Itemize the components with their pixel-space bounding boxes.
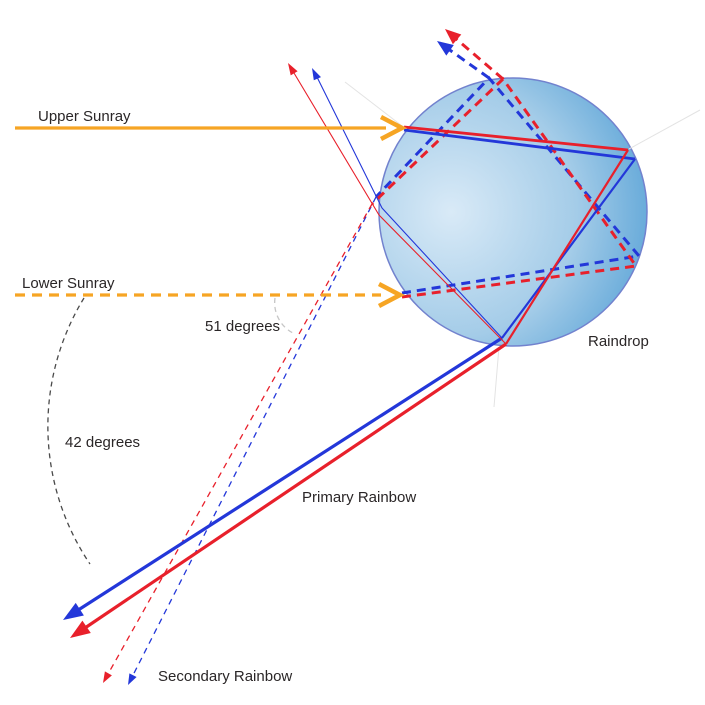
secondary-top-blue-arrowhead <box>437 41 454 56</box>
lower-sunray-label: Lower Sunray <box>22 275 115 292</box>
partial-blue-arrowhead <box>312 68 321 81</box>
secondary-red-ray-exit <box>102 203 373 684</box>
secondary-red-arrowhead <box>103 671 112 683</box>
primary-red-arrowhead <box>70 620 91 638</box>
secondary-red-ray-internal <box>370 76 639 299</box>
primary-blue-ray-reflected <box>501 158 636 339</box>
angle-arc-42 <box>47 297 91 565</box>
secondary-angle-label: 51 degrees <box>205 318 280 335</box>
primary-red-ray-reflected <box>505 149 629 345</box>
primary-angle-label: 42 degrees <box>65 434 140 451</box>
normal-line-vertex <box>628 109 701 150</box>
raindrop-circle <box>378 77 648 347</box>
secondary-blue-arrowhead <box>128 673 137 685</box>
primary-red-ray-partial-reflection <box>290 67 507 345</box>
primary-red-ray-exit <box>78 342 507 634</box>
angle-arc-51 <box>274 297 294 334</box>
secondary-blue-ray-exit <box>127 196 377 686</box>
secondary-top-red-arrowhead <box>445 29 462 45</box>
primary-blue-ray-entry <box>403 128 636 161</box>
normal-line-exit <box>493 346 500 408</box>
lower-sunray-arrowhead <box>377 282 405 308</box>
primary-blue-arrowhead <box>63 602 84 620</box>
upper-sunray-label: Upper Sunray <box>38 108 131 125</box>
upper-sunray-arrowhead <box>379 115 407 141</box>
partial-red-arrowhead <box>288 63 298 76</box>
primary-blue-ray-exit <box>71 336 503 616</box>
normal-line-entry <box>344 81 407 130</box>
primary-blue-ray-partial-reflection <box>314 72 503 339</box>
raindrop-label: Raindrop <box>588 333 649 350</box>
primary-red-ray-entry <box>403 125 629 152</box>
primary-rainbow-label: Primary Rainbow <box>302 489 416 506</box>
secondary-rainbow-label: Secondary Rainbow <box>158 668 292 685</box>
